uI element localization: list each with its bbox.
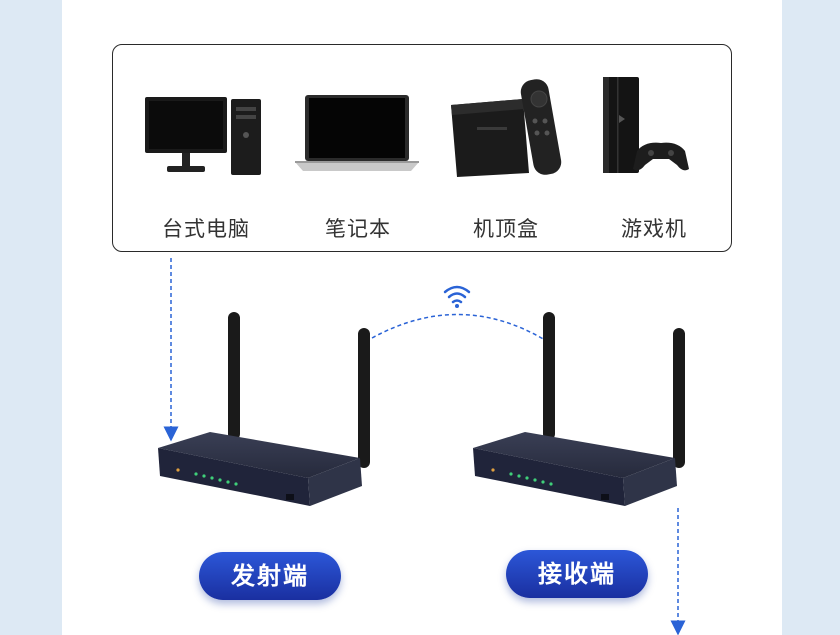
receiver-router bbox=[473, 312, 685, 506]
wifi-icon bbox=[443, 285, 471, 308]
device-label: 游戏机 bbox=[621, 217, 687, 241]
desktop-computer-icon bbox=[145, 97, 261, 175]
receiver-label: 接收端 bbox=[506, 550, 648, 598]
antenna bbox=[228, 312, 240, 440]
device-label: 机顶盒 bbox=[473, 217, 539, 241]
laptop-icon bbox=[295, 95, 419, 171]
antenna bbox=[358, 328, 370, 468]
device-label: 台式电脑 bbox=[162, 217, 250, 241]
device-desktop: 台式电脑 bbox=[131, 65, 281, 241]
antenna bbox=[543, 312, 555, 440]
device-laptop: 笔记本 bbox=[283, 65, 433, 241]
antenna bbox=[673, 328, 685, 468]
source-devices-box: 台式电脑 笔记本 机顶盒 bbox=[112, 44, 732, 252]
device-label: 笔记本 bbox=[325, 217, 391, 241]
game-console-icon bbox=[603, 77, 689, 173]
wireless-link-arc bbox=[371, 313, 546, 341]
device-game-console: 游戏机 bbox=[579, 65, 729, 241]
transmitter-label: 发射端 bbox=[199, 552, 341, 600]
transmitter-router bbox=[158, 312, 370, 506]
set-top-box-icon bbox=[451, 79, 562, 177]
device-set-top-box: 机顶盒 bbox=[431, 65, 581, 241]
